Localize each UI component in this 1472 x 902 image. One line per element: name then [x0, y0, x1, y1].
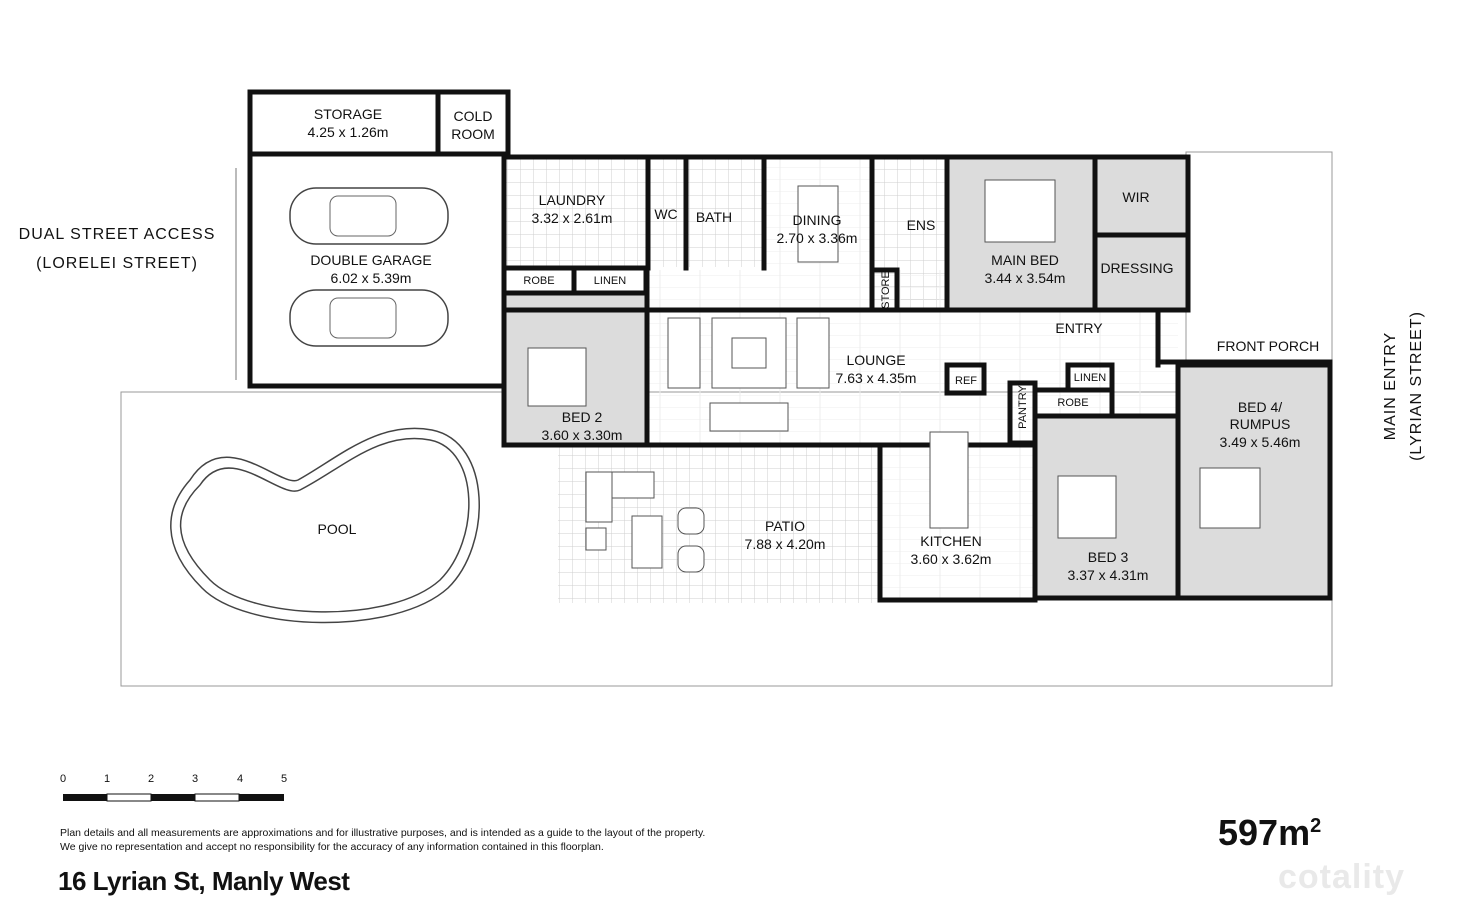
robe-label: ROBE: [523, 275, 554, 287]
cold-room-label-2: ROOM: [451, 126, 495, 142]
laundry-floor: [504, 157, 647, 267]
street-access-label: DUAL STREET ACCESS: [19, 226, 216, 243]
main-entry-label: MAIN ENTRY: [1382, 332, 1399, 440]
bed2-label: BED 2: [562, 409, 603, 425]
double-garage-dim: 6.02 x 5.39m: [331, 270, 412, 286]
cold-room-label-1: COLD: [454, 108, 493, 124]
storage-label: STORAGE: [314, 106, 382, 122]
patio-dim: 7.88 x 4.20m: [745, 536, 826, 552]
ref-label: REF: [955, 375, 977, 387]
wir-label: WIR: [1122, 189, 1149, 205]
linen-label: LINEN: [594, 275, 626, 287]
car-icon: [289, 187, 449, 245]
kitchen-label: KITCHEN: [920, 533, 981, 549]
ens-label: ENS: [907, 217, 936, 233]
street-name-label: (LORELEI STREET): [36, 255, 198, 272]
floor-area-unit: 2: [1310, 815, 1322, 837]
ref-walls: [944, 362, 987, 396]
front-yard-boundary: [1185, 151, 1333, 363]
pool-label: POOL: [318, 521, 357, 537]
bed4-walls: [1175, 362, 1333, 601]
disclaimer: Plan details and all measurements are ap…: [60, 826, 705, 854]
robe3-walls: [1032, 387, 1115, 419]
bed4-dim: 3.49 x 5.46m: [1220, 434, 1301, 450]
kitchen-dim: 3.60 x 3.62m: [911, 551, 992, 567]
pool-edge: [170, 427, 480, 624]
laundry-label: LAUNDRY: [539, 192, 606, 208]
dining-label: DINING: [793, 212, 842, 228]
linen-label: LINEN: [1074, 372, 1106, 384]
dining-table: [797, 185, 839, 263]
main-bed-dim: 3.44 x 3.54m: [985, 270, 1066, 286]
patio-floor: [558, 447, 878, 603]
property-address: 16 Lyrian St, Manly West: [58, 866, 350, 896]
scale-bar: 0 1 2 3 4 5: [60, 773, 287, 802]
dressing-label: DRESSING: [1100, 260, 1173, 276]
store-label: STORE: [880, 271, 892, 309]
linen1-walls: [571, 265, 649, 296]
bed3-dim: 3.37 x 4.31m: [1068, 567, 1149, 583]
car-icon: [289, 289, 449, 347]
pool-shape: [179, 437, 470, 613]
entry-label: ENTRY: [1055, 320, 1103, 336]
brand-watermark: cotality: [1278, 858, 1406, 896]
wc-label: WC: [654, 206, 677, 222]
scale-tick: 3: [192, 773, 198, 785]
kitchen-island: [929, 431, 969, 529]
bed2-dim: 3.60 x 3.30m: [542, 427, 623, 443]
lounge-label: LOUNGE: [846, 352, 905, 368]
scale-tick: 4: [237, 773, 243, 785]
lounge-dim: 7.63 x 4.35m: [836, 370, 917, 386]
main-street-label: (LYRIAN STREET): [1408, 311, 1425, 461]
patio-label: PATIO: [765, 518, 805, 534]
bath-label: BATH: [696, 209, 732, 225]
disclaimer-line: We give no representation and accept no …: [60, 841, 604, 853]
bath-floor: [648, 157, 764, 267]
dining-dim: 2.70 x 3.36m: [777, 230, 858, 246]
main-bed-label: MAIN BED: [991, 252, 1059, 268]
bed4-label-1: BED 4/: [1238, 399, 1282, 415]
pantry-label: PANTRY: [1017, 385, 1029, 429]
laundry-dim: 3.32 x 2.61m: [532, 210, 613, 226]
robe-label: ROBE: [1057, 397, 1088, 409]
bed-icon: [527, 179, 1261, 539]
floor-area: 597m2: [1218, 812, 1321, 854]
bed3-label: BED 3: [1088, 549, 1129, 565]
scale-tick: 0: [60, 773, 66, 785]
disclaimer-line: Plan details and all measurements are ap…: [60, 827, 706, 839]
outdoor-furniture-icon: [585, 471, 705, 573]
front-porch-label: FRONT PORCH: [1217, 338, 1319, 354]
scale-tick: 1: [104, 773, 110, 785]
storage-dim: 4.25 x 1.26m: [308, 124, 389, 140]
sofa-icon: [667, 317, 830, 432]
bed4-label-2: RUMPUS: [1230, 416, 1291, 432]
storage-walls: [247, 89, 441, 157]
scale-tick: 5: [281, 773, 287, 785]
scale-tick: 2: [148, 773, 154, 785]
double-garage-label: DOUBLE GARAGE: [310, 252, 431, 268]
floor-area-value: 597m: [1218, 812, 1311, 853]
